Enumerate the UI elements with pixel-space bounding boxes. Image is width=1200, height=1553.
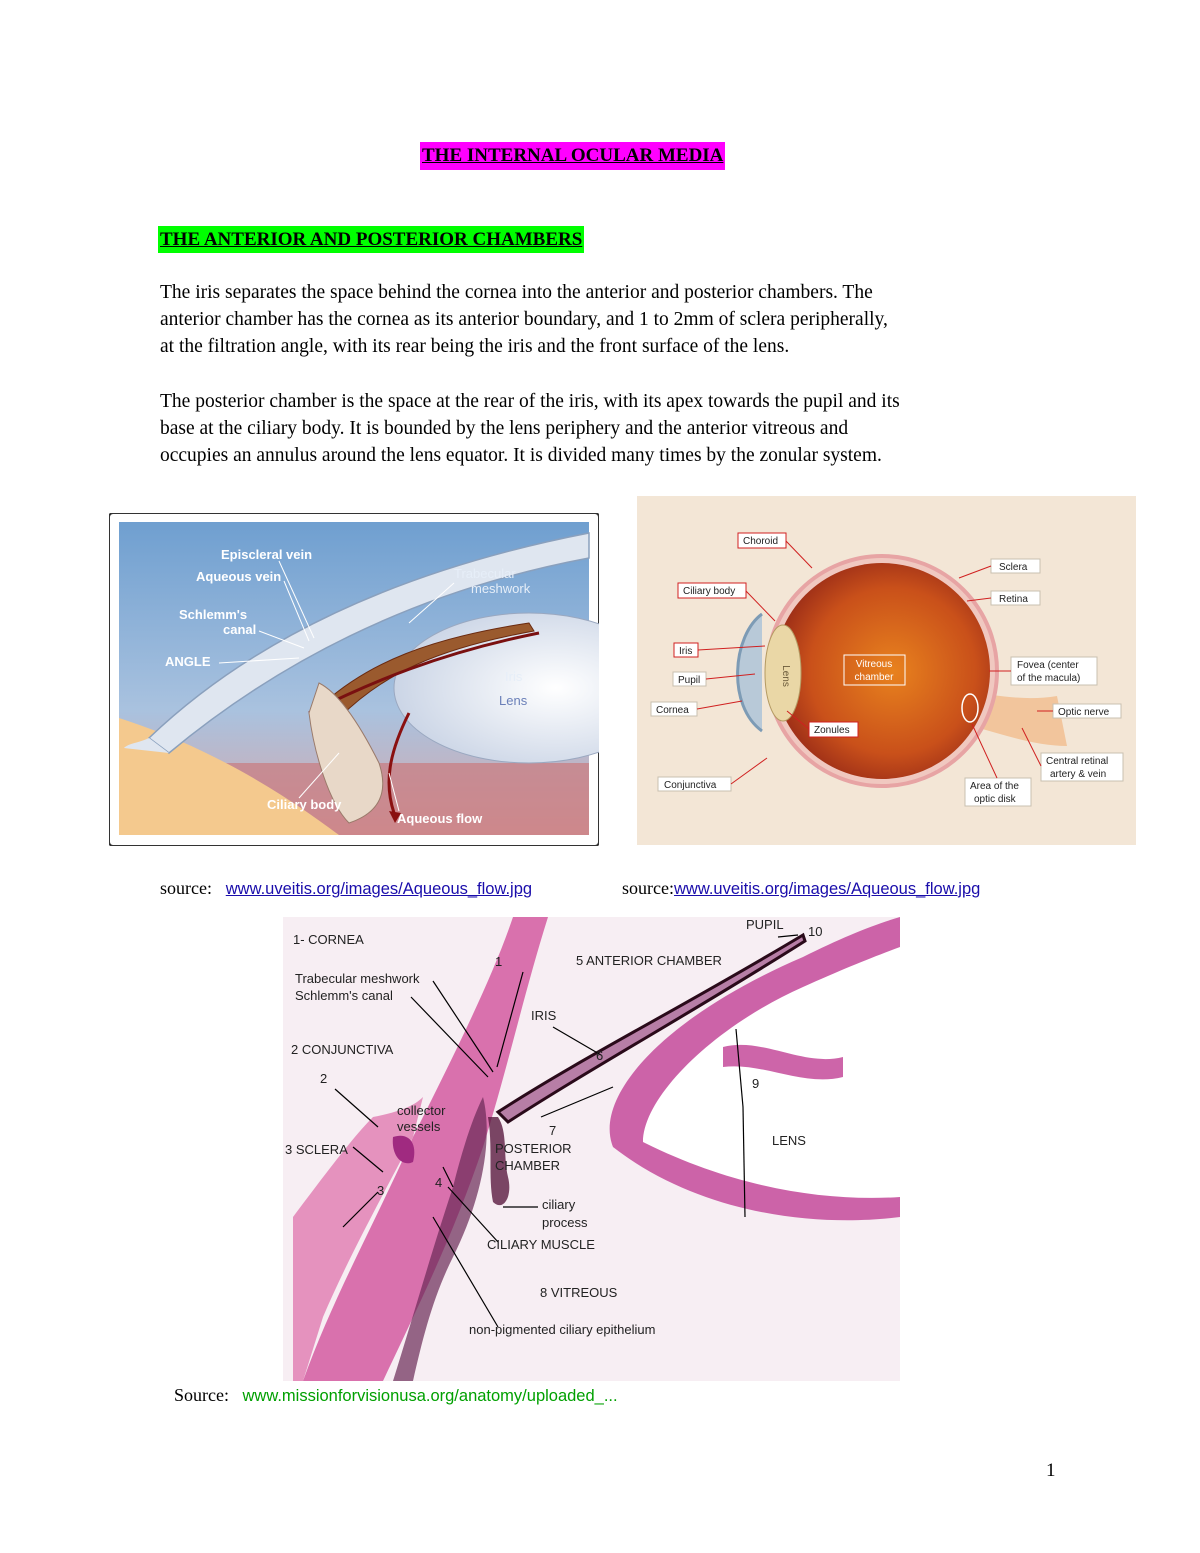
label-sclera: 3 SCLERA — [285, 1142, 348, 1157]
page-title: THE INTERNAL OCULAR MEDIA — [420, 142, 726, 170]
iris-tissue — [495, 932, 807, 1124]
source-row: source: www.uveitis.org/images/Aqueous_f… — [160, 878, 532, 899]
paragraph-posterior-chamber: The posterior chamber is the space at th… — [160, 388, 1060, 469]
label-posterior-chamber-2: CHAMBER — [495, 1158, 560, 1173]
label-fovea: Fovea (center — [1017, 660, 1079, 671]
lens-shape — [764, 624, 802, 722]
source-row-2: source:www.uveitis.org/images/Aqueous_fl… — [622, 878, 980, 899]
label-vitreous: Vitreous — [856, 659, 893, 670]
label-posterior-chamber: POSTERIOR — [495, 1141, 572, 1156]
section-heading: THE ANTERIOR AND POSTERIOR CHAMBERS — [158, 226, 585, 253]
paragraph-line: The posterior chamber is the space at th… — [160, 391, 900, 412]
label-aqueous-vein: Aqueous vein — [196, 569, 281, 584]
label-lens: Lens — [499, 693, 528, 708]
label-optic-disk: Area of the — [970, 781, 1019, 792]
label-anterior-chamber: 5 ANTERIOR CHAMBER — [576, 953, 722, 968]
label-ciliary-process: ciliary — [542, 1197, 576, 1212]
label-pupil: PUPIL — [746, 917, 784, 932]
label-number-2: 2 — [320, 1071, 327, 1086]
label-choroid: Choroid — [743, 536, 778, 547]
label-conjunctiva: Conjunctiva — [664, 780, 717, 791]
label-ciliary-muscle: CILIARY MUSCLE — [487, 1237, 595, 1252]
label-ciliary-process-2: process — [542, 1215, 588, 1230]
source-label-3: Source: — [174, 1385, 229, 1405]
aqueous-flow-illustration: Episcleral vein Aqueous vein Schlemm's c… — [109, 513, 599, 846]
paragraph-anterior-chamber: The iris separates the space behind the … — [160, 279, 1060, 360]
label-iris: Iris — [679, 646, 692, 657]
label-conjunctiva: 2 CONJUNCTIVA — [291, 1042, 394, 1057]
label-cornea: 1- CORNEA — [293, 932, 364, 947]
label-number-3: 3 — [377, 1183, 384, 1198]
label-cornea: Cornea — [656, 705, 689, 716]
cornea-shape — [736, 612, 763, 733]
histology-section-image: 1- CORNEA Trabecular meshwork Schlemm's … — [283, 917, 900, 1381]
label-ciliary-body: Ciliary body — [267, 797, 342, 812]
label-angle: ANGLE — [165, 654, 211, 669]
label-trabecular-meshwork: Trabecular meshwork — [295, 971, 420, 986]
paragraph-line: occupies an annulus around the lens equa… — [160, 445, 882, 466]
label-schlemms-canal-2: canal — [223, 622, 256, 637]
label-pupil: Pupil — [678, 675, 700, 686]
paragraph-line: at the filtration angle, with its rear b… — [160, 336, 790, 357]
label-lens: Lens — [780, 665, 791, 687]
label-trabecular: Trabecular — [454, 566, 516, 581]
label-lens: LENS — [772, 1133, 806, 1148]
label-number-9: 9 — [752, 1076, 759, 1091]
label-meshwork: meshwork — [471, 581, 531, 596]
label-aqueous-flow: Aqueous flow — [397, 811, 483, 826]
ciliary-body-shape — [308, 682, 384, 824]
source-label-2: source: — [622, 878, 674, 898]
cornea-sclera-tissue — [303, 917, 548, 1381]
label-iris: Iris — [505, 669, 523, 684]
source-label: source: — [160, 878, 212, 898]
label-episcleral-vein: Episcleral vein — [221, 547, 312, 562]
label-number-1: 1 — [495, 954, 502, 969]
paragraph-line: base at the ciliary body. It is bounded … — [160, 418, 849, 439]
label-sclera: Sclera — [999, 562, 1028, 573]
label-number-6: 6 — [596, 1048, 603, 1063]
label-iris: IRIS — [531, 1008, 557, 1023]
vitreous-chamber-shape — [774, 563, 990, 779]
label-fovea-2: of the macula) — [1017, 673, 1080, 684]
label-collector-vessels-2: vessels — [397, 1119, 441, 1134]
label-vitreous: 8 VITREOUS — [540, 1285, 618, 1300]
label-ciliary-body: Ciliary body — [683, 586, 735, 597]
label-central-retinal: Central retinal — [1046, 756, 1108, 767]
label-central-retinal-2: artery & vein — [1050, 769, 1106, 780]
label-collector-vessels: collector — [397, 1103, 446, 1118]
label-non-pigmented-epithelium: non-pigmented ciliary epithelium — [469, 1322, 655, 1337]
eye-cross-section-diagram: Lens Choroid Ciliary body Iris Pupil Cor… — [637, 496, 1136, 845]
label-number-4: 4 — [435, 1175, 442, 1190]
source-link-3[interactable]: www.missionforvisionusa.org/anatomy/uplo… — [242, 1387, 618, 1405]
label-optic-disk-2: optic disk — [974, 794, 1017, 805]
label-number-10: 10 — [808, 924, 822, 939]
paragraph-line: The iris separates the space behind the … — [160, 282, 873, 303]
label-optic-nerve: Optic nerve — [1058, 707, 1110, 718]
label-vitreous-2: chamber — [855, 672, 895, 683]
label-zonules: Zonules — [814, 725, 850, 736]
label-number-7: 7 — [549, 1123, 556, 1138]
page-number: 1 — [1046, 1460, 1056, 1481]
label-schlemms-canal: Schlemm's canal — [295, 988, 393, 1003]
source-link-2[interactable]: www.uveitis.org/images/Aqueous_flow.jpg — [673, 880, 981, 898]
paragraph-line: anterior chamber has the cornea as its a… — [160, 309, 888, 330]
label-schlemms-canal: Schlemm's — [179, 607, 247, 622]
cornea-shape — [147, 532, 590, 754]
source-link-1[interactable]: www.uveitis.org/images/Aqueous_flow.jpg — [225, 880, 533, 898]
label-retina: Retina — [999, 594, 1028, 605]
source-row-3: Source: www.missionforvisionusa.org/anat… — [174, 1385, 618, 1406]
